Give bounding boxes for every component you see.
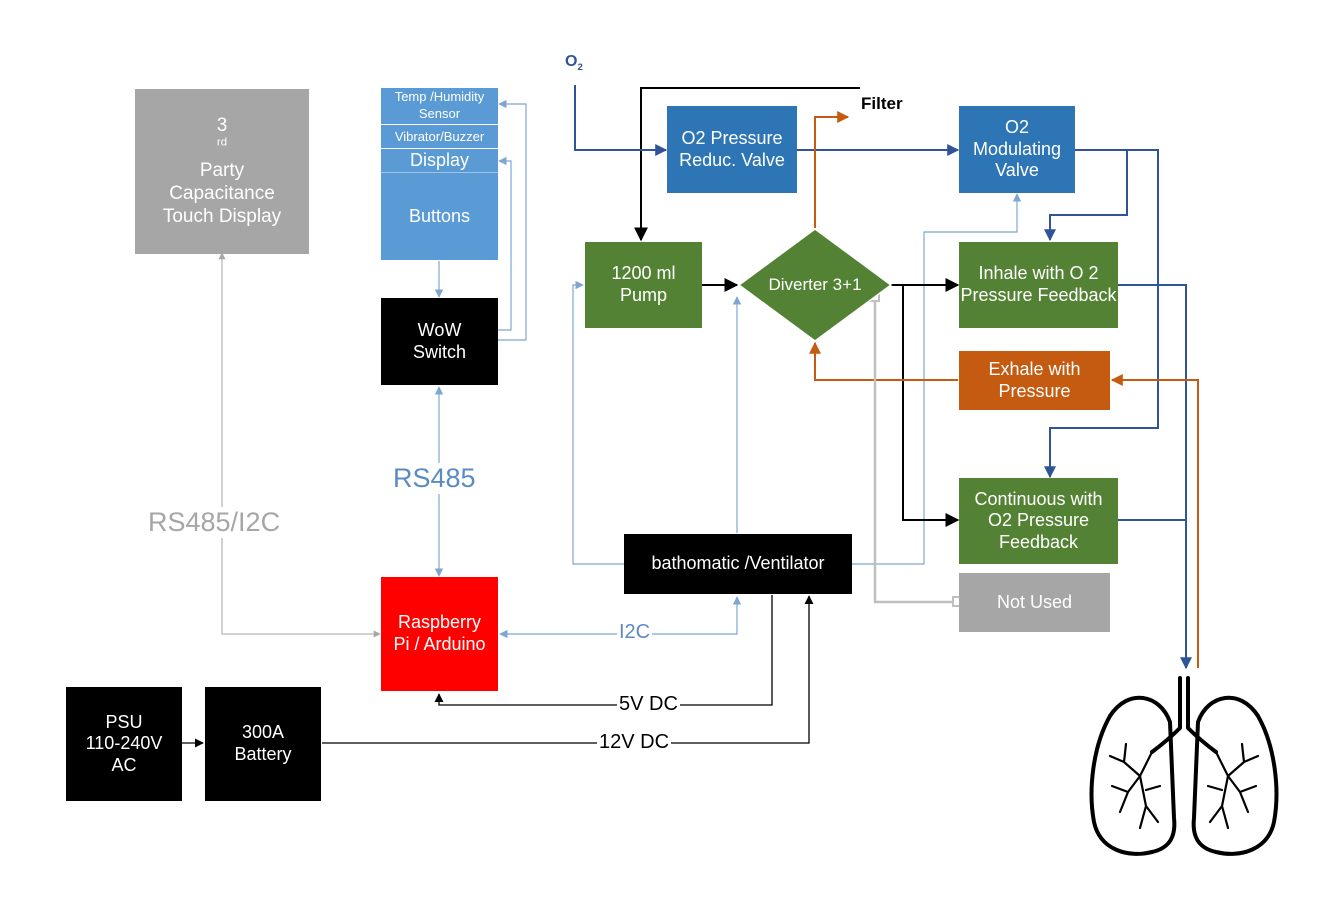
raspberry-line2: Pi / Arduino xyxy=(393,634,486,654)
rs485-label: RS485 xyxy=(391,463,478,494)
rs485-i2c-label: RS485/I2C xyxy=(146,507,283,538)
display-label: Display xyxy=(409,149,470,170)
wire-diverter-filter xyxy=(814,111,850,228)
wire-wow-sensor xyxy=(498,99,527,341)
wow-switch-line2: Switch xyxy=(412,341,466,362)
o2-pressure-reduc-valve-box: O2 Pressure Reduc. Valve xyxy=(667,106,797,193)
pump-line2: Pump xyxy=(619,285,667,305)
touch-display-line3: Touch Display xyxy=(162,205,282,227)
ventilator-box: bathomatic /Ventilator xyxy=(624,534,852,594)
continuous-box: Continuous with O2 Pressure Feedback xyxy=(959,478,1118,564)
o2-modulating-line3: Valve xyxy=(995,160,1039,181)
psu-box: PSU 110-240V AC xyxy=(66,687,182,801)
continuous-line3: Feedback xyxy=(998,531,1079,552)
diverter-shape xyxy=(737,228,893,342)
i2c-label: I2C xyxy=(617,621,653,644)
display-box: Display xyxy=(381,149,498,173)
battery-line2: Battery xyxy=(234,744,292,764)
buttons-box: Buttons xyxy=(381,173,498,260)
o2-source-label: O2 xyxy=(565,53,583,74)
wire-modulating-continuous xyxy=(1044,149,1159,479)
o2-modulating-line1: O2 xyxy=(1004,117,1029,138)
diverter-label-box: Diverter 3+1 xyxy=(745,271,885,299)
exhale-line1: Exhale with xyxy=(988,358,1081,379)
o2-reduc-line2: Reduc. Valve xyxy=(679,149,785,170)
inhale-line1: Inhale with O 2 xyxy=(978,263,1099,284)
wire-lungs-exhale xyxy=(1110,374,1199,668)
psu-line2: 110-240V xyxy=(85,733,163,754)
wire-ventilator-pump xyxy=(572,280,624,565)
battery-box: 300A Battery xyxy=(205,687,321,801)
touch-display-ordinal: 3 xyxy=(216,114,228,136)
temp-sensor-line1: Temp /Humidity xyxy=(394,89,485,105)
touch-display-line1: Party xyxy=(199,160,245,182)
o2-source-sub: 2 xyxy=(577,62,583,74)
continuous-line1: Continuous with xyxy=(974,488,1103,509)
o2-modulating-line2: Modulating xyxy=(972,138,1062,159)
wire-12v xyxy=(322,595,814,744)
ventilator-label: bathomatic /Ventilator xyxy=(651,553,825,574)
temp-humidity-sensor-box: Temp /Humidity Sensor xyxy=(381,88,498,125)
wire-5v xyxy=(434,595,773,706)
wire-diverter-continuous xyxy=(902,285,960,527)
vibrator-buzzer-box: Vibrator/Buzzer xyxy=(381,125,498,149)
exhale-line2: Pressure xyxy=(998,380,1071,401)
filter-label: Filter xyxy=(861,94,903,113)
o2-source-base: O xyxy=(565,53,578,70)
wire-diverter-notused xyxy=(873,297,957,604)
touch-display-line2: Capacitance xyxy=(169,182,275,204)
o2-modulating-valve-box: O2 Modulating Valve xyxy=(959,106,1075,193)
touch-display-ordinal-suffix: rd xyxy=(216,136,228,149)
wire-touch-raspberry xyxy=(218,252,381,638)
buttons-label: Buttons xyxy=(408,205,471,226)
wire-exhale-diverter xyxy=(809,341,958,381)
o2-reduc-line1: O2 Pressure xyxy=(681,127,783,148)
psu-line3: AC xyxy=(111,754,137,775)
wire-o2-reduc xyxy=(574,85,668,156)
wire-inhale-lungs xyxy=(1118,284,1192,670)
temp-sensor-line2: Sensor xyxy=(418,106,461,121)
psu-line1: PSU xyxy=(105,711,143,732)
wire-ventilator-modulating xyxy=(852,193,1022,565)
12v-dc-label: 12V DC xyxy=(597,731,672,754)
vibrator-label: Vibrator/Buzzer xyxy=(394,128,485,144)
pump-line1: 1200 ml xyxy=(611,263,676,284)
wire-ventilator-raspberry xyxy=(499,596,742,639)
not-used-label: Not Used xyxy=(996,591,1073,612)
5v-dc-label: 5V DC xyxy=(617,693,680,716)
raspberry-line1: Raspberry xyxy=(397,612,482,633)
wire-wow-display xyxy=(498,156,512,331)
battery-line1: 300A xyxy=(241,722,285,743)
inhale-box: Inhale with O 2 Pressure Feedback xyxy=(959,242,1118,328)
raspberry-box: Raspberry Pi / Arduino xyxy=(381,577,498,691)
wow-switch-line1: WoW xyxy=(417,319,462,340)
exhale-box: Exhale with Pressure xyxy=(959,351,1110,410)
inhale-line2: Pressure Feedback xyxy=(960,285,1117,305)
wow-switch-box: WoW Switch xyxy=(381,298,498,385)
continuous-line2: O2 Pressure xyxy=(987,510,1090,531)
lungs-icon xyxy=(1089,676,1279,856)
pump-box: 1200 ml Pump xyxy=(585,242,702,328)
wire-filter-pump xyxy=(634,87,860,242)
not-used-box: Not Used xyxy=(959,573,1110,632)
diverter-label: Diverter 3+1 xyxy=(768,274,862,294)
